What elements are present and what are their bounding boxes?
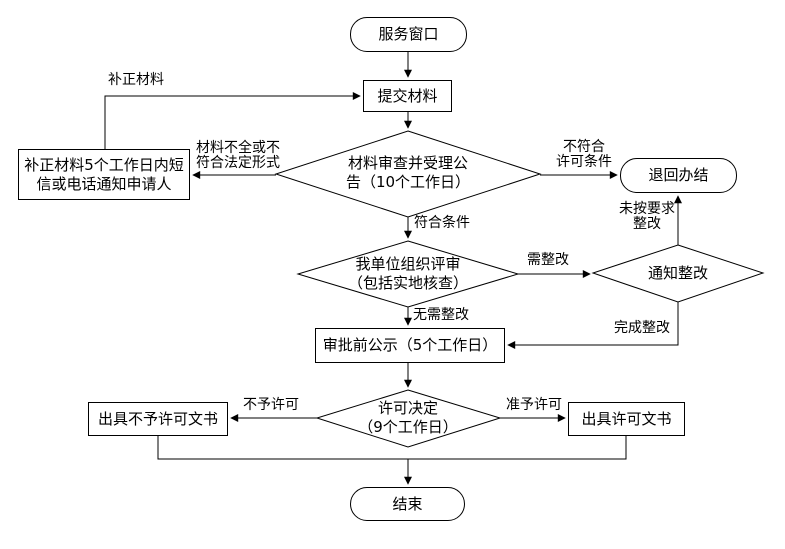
edge-label-grant-permit: 准予许可 (506, 397, 562, 413)
edge-label-deny-permit: 不予许可 (243, 397, 299, 413)
node-service-window-label: 服务窗口 (378, 25, 439, 43)
edge-label-not-meet-line2: 许可条件 (556, 154, 612, 170)
node-issue-denial-document-label: 出具不予许可文书 (97, 409, 218, 428)
node-return-close-label: 退回办结 (648, 166, 709, 184)
diamond-notify-rectify-text: 通知整改 (628, 264, 728, 283)
edge-label-not-rectified-line1: 未按要求 (619, 201, 675, 217)
diamond-material-review-text: 材料审查并受理公 告（10个工作日） (308, 154, 508, 192)
edge-label-not-meet-conditions: 不符合 许可条件 (553, 140, 615, 170)
decision-diamonds (274, 130, 765, 448)
edge-label-incomplete-line1: 材料不全或不 (196, 140, 280, 156)
diamond-permit-decision-line1: 许可决定 (377, 399, 438, 417)
diamond-permit-decision (315, 389, 502, 448)
node-submit-materials-label: 提交材料 (377, 86, 438, 105)
diamond-unit-evaluation-line1: 我单位组织评审 (355, 255, 461, 273)
edge-label-need-rectify: 需整改 (527, 252, 569, 268)
diamond-notify-rectify (591, 244, 765, 303)
diamond-unit-evaluation-line2: （包括实地核查） (347, 274, 468, 292)
diamond-notify-rectify-label: 通知整改 (647, 264, 708, 282)
node-notify-applicant-line1: 补正材料5个工作日内短 (24, 155, 184, 174)
connector-merge-line (157, 436, 627, 460)
edge-label-not-rectified: 未按要求 整改 (616, 202, 678, 232)
diamond-permit-decision-text: 许可决定 （9个工作日） (338, 399, 478, 437)
diamond-permit-decision-line2: （9个工作日） (358, 418, 458, 436)
edge-label-incomplete-materials: 材料不全或不 符合法定形式 (196, 140, 280, 171)
node-service-window: 服务窗口 (350, 17, 467, 52)
node-issue-permit-document: 出具许可文书 (568, 402, 685, 436)
node-submit-materials: 提交材料 (363, 80, 452, 112)
node-notify-applicant: 补正材料5个工作日内短 信或电话通知申请人 (18, 149, 190, 200)
connector-notify-to-submit (104, 92, 361, 149)
diamond-material-review (274, 130, 542, 218)
edge-label-not-rectified-line2: 整改 (633, 216, 661, 232)
edge-label-no-rectify: 无需整改 (413, 307, 469, 323)
node-pre-approval-publicity-label: 审批前公示（5个工作日） (322, 336, 498, 354)
diamond-unit-evaluation (296, 240, 520, 308)
edge-label-not-meet-line1: 不符合 (563, 139, 605, 155)
connector-rectify-to-publicity (507, 302, 679, 349)
edge-label-rectify-done: 完成整改 (614, 320, 670, 336)
diamond-unit-evaluation-text: 我单位组织评审 （包括实地核查） (308, 255, 508, 293)
edge-label-incomplete-line2: 符合法定形式 (196, 155, 280, 171)
node-return-close: 退回办结 (620, 158, 737, 193)
diamond-material-review-line2: 告（10个工作日） (345, 173, 471, 191)
node-issue-denial-document: 出具不予许可文书 (88, 402, 228, 436)
node-end-label: 结束 (392, 494, 423, 513)
edge-label-supplement-materials: 补正材料 (108, 72, 164, 88)
diamond-material-review-line1: 材料审查并受理公 (347, 154, 468, 172)
node-pre-approval-publicity: 审批前公示（5个工作日） (315, 328, 505, 363)
node-notify-applicant-line2: 信或电话通知申请人 (36, 174, 172, 193)
connectors (104, 52, 682, 485)
edge-label-meet-conditions: 符合条件 (414, 215, 470, 231)
node-issue-permit-document-label: 出具许可文书 (581, 409, 672, 428)
node-end: 结束 (350, 487, 465, 521)
